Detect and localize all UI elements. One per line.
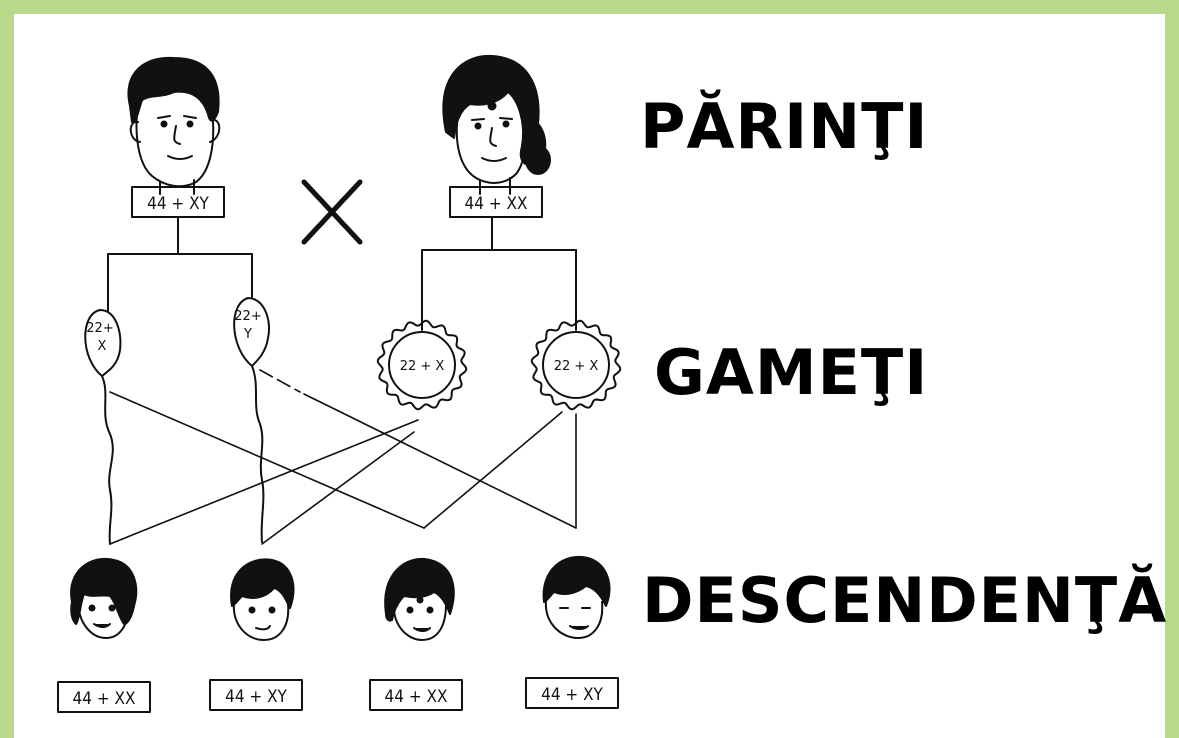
child-3-karyotype: 44 + XX [385,687,448,707]
mother-branch-lines [421,216,577,331]
sperm-x-line1: 22+ [86,321,113,336]
egg-cell-1-icon [376,319,468,411]
child-2-face-icon [230,558,295,641]
egg-2-label: 22 + X [554,359,599,374]
child-3-face-icon [384,557,455,641]
father-face-icon [127,56,221,195]
sperm-y-chromosome: Y [243,327,252,342]
child-4-karyotype: 44 + XY [541,685,603,705]
cross-symbol-icon [301,179,363,245]
mother-face-icon [442,54,551,195]
offspring-heading: DESCENDENŢĂ [642,564,1168,637]
diagram-canvas: 44 + XY 44 + XX 22+ Y X [14,14,1168,738]
child-1-face-icon [70,557,138,639]
mother-karyotype: 44 + XX [465,194,528,214]
egg-cell-2-icon [530,319,622,411]
father-branch-lines [107,216,253,317]
gametes-heading: GAMEŢI [654,336,929,409]
inheritance-diagram: 44 + XY 44 + XX 22+ Y X [57,54,622,713]
sperm-y-line1: 22+ [234,309,261,324]
child-4-face-icon [542,555,611,639]
child-2-karyotype: 44 + XY [225,687,287,707]
sperm-y-icon [233,297,270,543]
parents-heading: PĂRINŢI [640,90,929,163]
father-karyotype: 44 + XY [147,194,209,214]
egg-1-label: 22 + X [400,359,445,374]
sperm-x-chromosome: X [98,339,107,354]
fertilization-lines [109,369,577,545]
sperm-x-icon [84,309,122,545]
child-1-karyotype: 44 + XX [73,689,136,709]
